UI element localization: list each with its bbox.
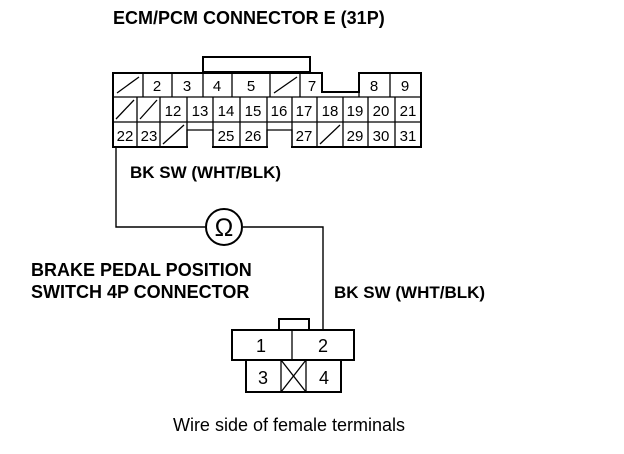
ecm-pin-label: 17	[296, 103, 313, 120]
switch-pin-label: 2	[318, 336, 328, 356]
switch-connector-bottom-row	[245, 359, 342, 393]
ecm-pin-label: 19	[347, 103, 364, 120]
empty-cavity-slash	[116, 76, 140, 94]
ecm-connector-title: ECM/PCM CONNECTOR E (31P)	[113, 8, 385, 28]
empty-cavity-slash	[139, 99, 158, 120]
ecm-pin-label: 2	[153, 78, 161, 95]
ecm-pin-label: 14	[218, 103, 235, 120]
ecm-pin-label: 13	[192, 103, 209, 120]
ecm-pin-label: 20	[373, 103, 390, 120]
switch-wire-label: BK SW (WHT/BLK)	[334, 283, 485, 302]
ecm-pin-label: 4	[213, 78, 221, 95]
ecm-pin-label: 22	[117, 128, 134, 145]
ohm-symbol: Ω	[215, 214, 234, 242]
empty-cavity-cross	[280, 359, 307, 393]
ecm-pin-label: 25	[218, 128, 235, 145]
ecm-pin-label: 5	[247, 78, 255, 95]
ecm-connector-lock-tab	[202, 56, 311, 73]
switch-title-line2: SWITCH 4P CONNECTOR	[31, 282, 249, 302]
ecm-pin-label: 16	[271, 103, 288, 120]
ecm-pin-label: 15	[245, 103, 262, 120]
ecm-pin-label: 8	[370, 78, 378, 95]
ecm-pin-label: 7	[308, 78, 316, 95]
ecm-pin-label: 30	[373, 128, 390, 145]
empty-cavity-slash	[273, 76, 298, 94]
bk-sw-wire-switch-side	[243, 226, 324, 331]
switch-title-line1: BRAKE PEDAL POSITION	[31, 260, 252, 280]
ohmmeter-icon: Ω	[205, 208, 243, 246]
ecm-pin-label: 29	[347, 128, 364, 145]
switch-connector-lock-tab	[278, 318, 310, 331]
ecm-pin-label: 3	[183, 78, 191, 95]
ecm-pin-label: 21	[400, 103, 417, 120]
ecm-pin-label: 26	[245, 128, 262, 145]
empty-cavity-slash	[319, 124, 341, 145]
ecm-pin-label: 18	[322, 103, 339, 120]
empty-cavity-slash	[115, 99, 135, 120]
ecm-pin-label: 27	[296, 128, 313, 145]
switch-pin-label: 1	[256, 336, 266, 356]
ecm-pin-label: 31	[400, 128, 417, 145]
ecm-pin-label: 23	[141, 128, 158, 145]
empty-cavity-slash	[162, 124, 185, 145]
bk-sw-wire-ecm-side	[115, 147, 205, 228]
ecm-wire-label: BK SW (WHT/BLK)	[130, 163, 281, 182]
ecm-pin-label: 9	[401, 78, 409, 95]
switch-connector-top-row	[231, 329, 355, 361]
ecm-connector: 2 3 4 5 7 8 9 12 13 14 15 16 17 18 19 20…	[112, 56, 422, 149]
brake-switch-connector: 1 2 3 4	[231, 318, 355, 393]
switch-pin-label: 3	[258, 368, 268, 388]
switch-pin-label: 4	[319, 368, 329, 388]
caption: Wire side of female terminals	[173, 415, 405, 435]
ecm-pin-label: 12	[165, 103, 182, 120]
